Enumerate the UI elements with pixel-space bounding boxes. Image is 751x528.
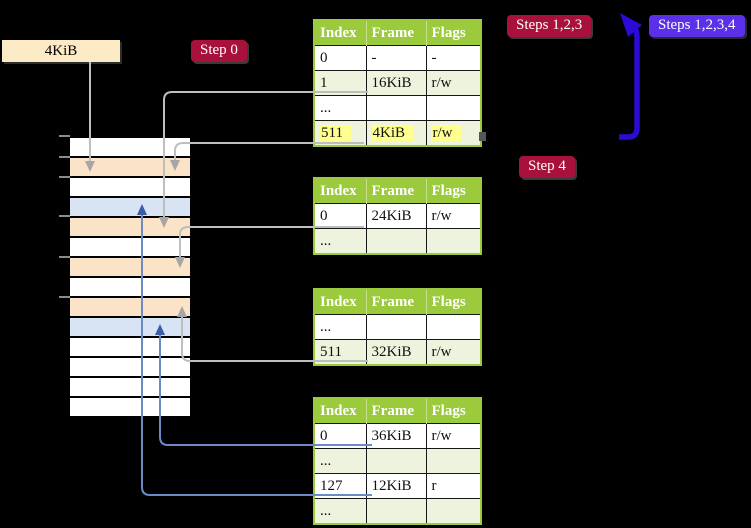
- column-header: Index: [314, 289, 367, 315]
- table-header-row: Index Frame Flags: [314, 289, 481, 315]
- memory-row: [70, 278, 190, 298]
- flags-cell: r/w: [425, 339, 482, 366]
- memory-row: [70, 158, 190, 178]
- memory-tick: [59, 135, 70, 137]
- index-cell: 511: [313, 339, 367, 366]
- memory-row: [70, 378, 190, 398]
- column-header: Index: [314, 178, 367, 204]
- arrow-table1-row511-to-memory: [170, 142, 364, 171]
- highlight: 4KiB: [371, 124, 414, 141]
- table-header-row: Index Frame Flags: [314, 178, 481, 204]
- column-header: Flags: [426, 178, 481, 204]
- table-row: ...: [313, 95, 482, 121]
- index-cell: ...: [313, 228, 367, 255]
- frame-cell: 36KiB: [365, 423, 427, 449]
- flags-cell: r/w: [425, 120, 482, 147]
- table-row: ...: [313, 448, 482, 474]
- memory-row: [70, 338, 190, 358]
- table-row: 511 32KiB r/w: [313, 339, 482, 366]
- index-cell: 127: [313, 473, 367, 499]
- flags-cell: r/w: [425, 423, 482, 449]
- loop-arrow: [619, 13, 642, 140]
- frame-cell: 24KiB: [365, 203, 427, 229]
- flags-cell: r/w: [425, 70, 482, 96]
- steps1234-badge: Steps 1,2,3,4: [649, 15, 745, 37]
- memory-row: [70, 318, 190, 338]
- flags-cell: r/w: [425, 203, 482, 229]
- flags-cell: [425, 228, 482, 255]
- frame-cell: [365, 498, 427, 525]
- memory-row: [70, 198, 190, 218]
- table-row: ...: [313, 228, 482, 255]
- frame-cell: 12KiB: [365, 473, 427, 499]
- memory-row: [70, 178, 190, 198]
- column-header: Index: [314, 398, 367, 424]
- memory-tick: [59, 176, 70, 178]
- memory-row: [70, 398, 190, 418]
- frame-cell: -: [365, 45, 427, 71]
- index-cell: 1: [313, 70, 367, 96]
- index-cell: ...: [313, 498, 367, 525]
- page-table-second: Index Frame Flags 0 24KiB r/w ...: [313, 177, 482, 255]
- memory-row: [70, 238, 190, 258]
- step0-badge: Step 0: [191, 40, 247, 62]
- frame-cell: 32KiB: [365, 339, 427, 366]
- flags-cell: [425, 314, 482, 340]
- column-header: Frame: [366, 398, 427, 424]
- frame-cell: [365, 228, 427, 255]
- memory-row: [70, 218, 190, 238]
- flags-cell: [425, 448, 482, 474]
- table-row: ...: [313, 498, 482, 525]
- highlight: 511: [320, 124, 351, 141]
- table-row: 127 12KiB r: [313, 473, 482, 499]
- step4-badge: Step 4: [519, 156, 575, 178]
- table-row-highlighted: 511 4KiB r/w: [313, 120, 482, 147]
- page-table-top: Index Frame Flags 0 - - 1 16KiB r/w ... …: [313, 19, 482, 147]
- memory-row: [70, 258, 190, 278]
- table-header-row: Index Frame Flags: [314, 20, 481, 46]
- flags-cell: [425, 95, 482, 121]
- page-table-third: Index Frame Flags ... 511 32KiB r/w: [313, 288, 482, 366]
- flags-cell: r: [425, 473, 482, 499]
- table-row: 0 - -: [313, 45, 482, 71]
- memory-row: [70, 358, 190, 378]
- table-header-row: Index Frame Flags: [314, 398, 481, 424]
- memory-row: [70, 138, 190, 158]
- memory-tick: [59, 296, 70, 298]
- column-header: Flags: [426, 289, 481, 315]
- column-header: Flags: [426, 20, 481, 46]
- index-cell: 0: [313, 45, 367, 71]
- column-header: Flags: [426, 398, 481, 424]
- highlight: r/w: [431, 124, 461, 141]
- table-row: ...: [313, 314, 482, 340]
- index-cell: 0: [313, 203, 367, 229]
- frame-cell: [365, 314, 427, 340]
- frame-cell: [365, 448, 427, 474]
- index-cell: ...: [313, 95, 367, 121]
- frame-size-label: 4KiB: [2, 40, 120, 62]
- frame-cell: 4KiB: [365, 120, 427, 147]
- memory-tick: [59, 156, 70, 158]
- column-header: Frame: [366, 178, 427, 204]
- flags-cell: [425, 498, 482, 525]
- frame-cell: 16KiB: [365, 70, 427, 96]
- memory-row: [70, 298, 190, 318]
- flags-cell: -: [425, 45, 482, 71]
- column-header: Index: [314, 20, 367, 46]
- index-cell: ...: [313, 314, 367, 340]
- steps123-badge: Steps 1,2,3: [507, 15, 592, 37]
- index-cell: 511: [313, 120, 367, 147]
- memory-tick: [59, 256, 70, 258]
- index-cell: ...: [313, 448, 367, 474]
- frame-cell: [365, 95, 427, 121]
- table-row: 0 24KiB r/w: [313, 203, 482, 229]
- memory-tick: [59, 215, 70, 217]
- table-row: 0 36KiB r/w: [313, 423, 482, 449]
- page-table-bottom: Index Frame Flags 0 36KiB r/w ... 127 12…: [313, 397, 482, 525]
- column-header: Frame: [366, 20, 427, 46]
- column-header: Frame: [366, 289, 427, 315]
- index-cell: 0: [313, 423, 367, 449]
- table-row: 1 16KiB r/w: [313, 70, 482, 96]
- physical-memory-column: [70, 136, 190, 418]
